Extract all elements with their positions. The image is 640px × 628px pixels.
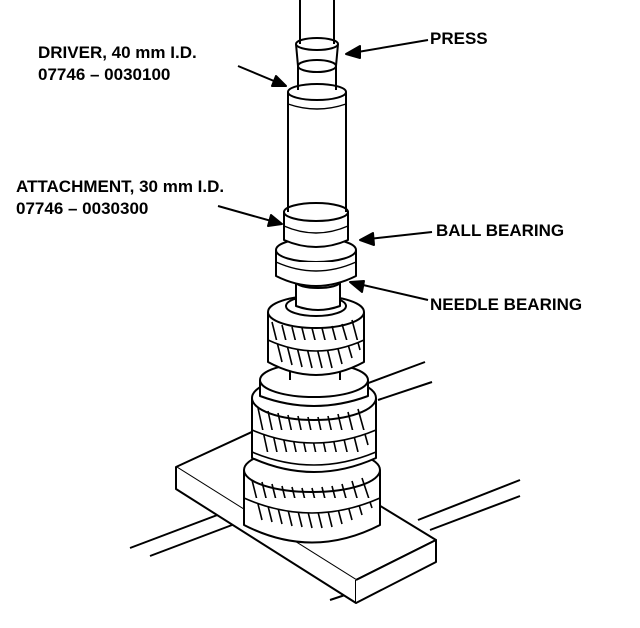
attachment-label-name: ATTACHMENT, 30 mm I.D.	[16, 177, 225, 196]
press-label: PRESS	[430, 28, 488, 50]
needle-bearing-label: NEEDLE BEARING	[430, 294, 582, 316]
ball-bearing-arrowhead	[359, 232, 375, 246]
upper-gear	[267, 295, 365, 376]
attachment-part-number: 07746 – 0030300	[16, 199, 149, 218]
ball-bearing-label-text: BALL BEARING	[436, 221, 565, 240]
attachment	[283, 202, 349, 248]
driver	[287, 37, 347, 212]
lower-gear-cluster	[243, 362, 381, 544]
driver-arrowhead	[271, 75, 287, 87]
driver-label: DRIVER, 40 mm I.D. 07746 – 0030100	[38, 42, 197, 86]
attachment-label: ATTACHMENT, 30 mm I.D. 07746 – 0030300	[16, 176, 224, 220]
driver-part-number: 07746 – 0030100	[38, 65, 171, 84]
needle-bearing-label-text: NEEDLE BEARING	[430, 295, 583, 314]
press-ram	[299, 0, 335, 44]
ball-bearing-label: BALL BEARING	[436, 220, 564, 242]
press-arrowhead	[345, 45, 361, 59]
leader-arrows	[217, 39, 433, 301]
needle-bearing-arrowhead	[349, 280, 365, 293]
attachment-arrowhead	[267, 214, 283, 227]
press-label-text: PRESS	[430, 29, 488, 48]
driver-label-name: DRIVER, 40 mm I.D.	[38, 43, 197, 62]
